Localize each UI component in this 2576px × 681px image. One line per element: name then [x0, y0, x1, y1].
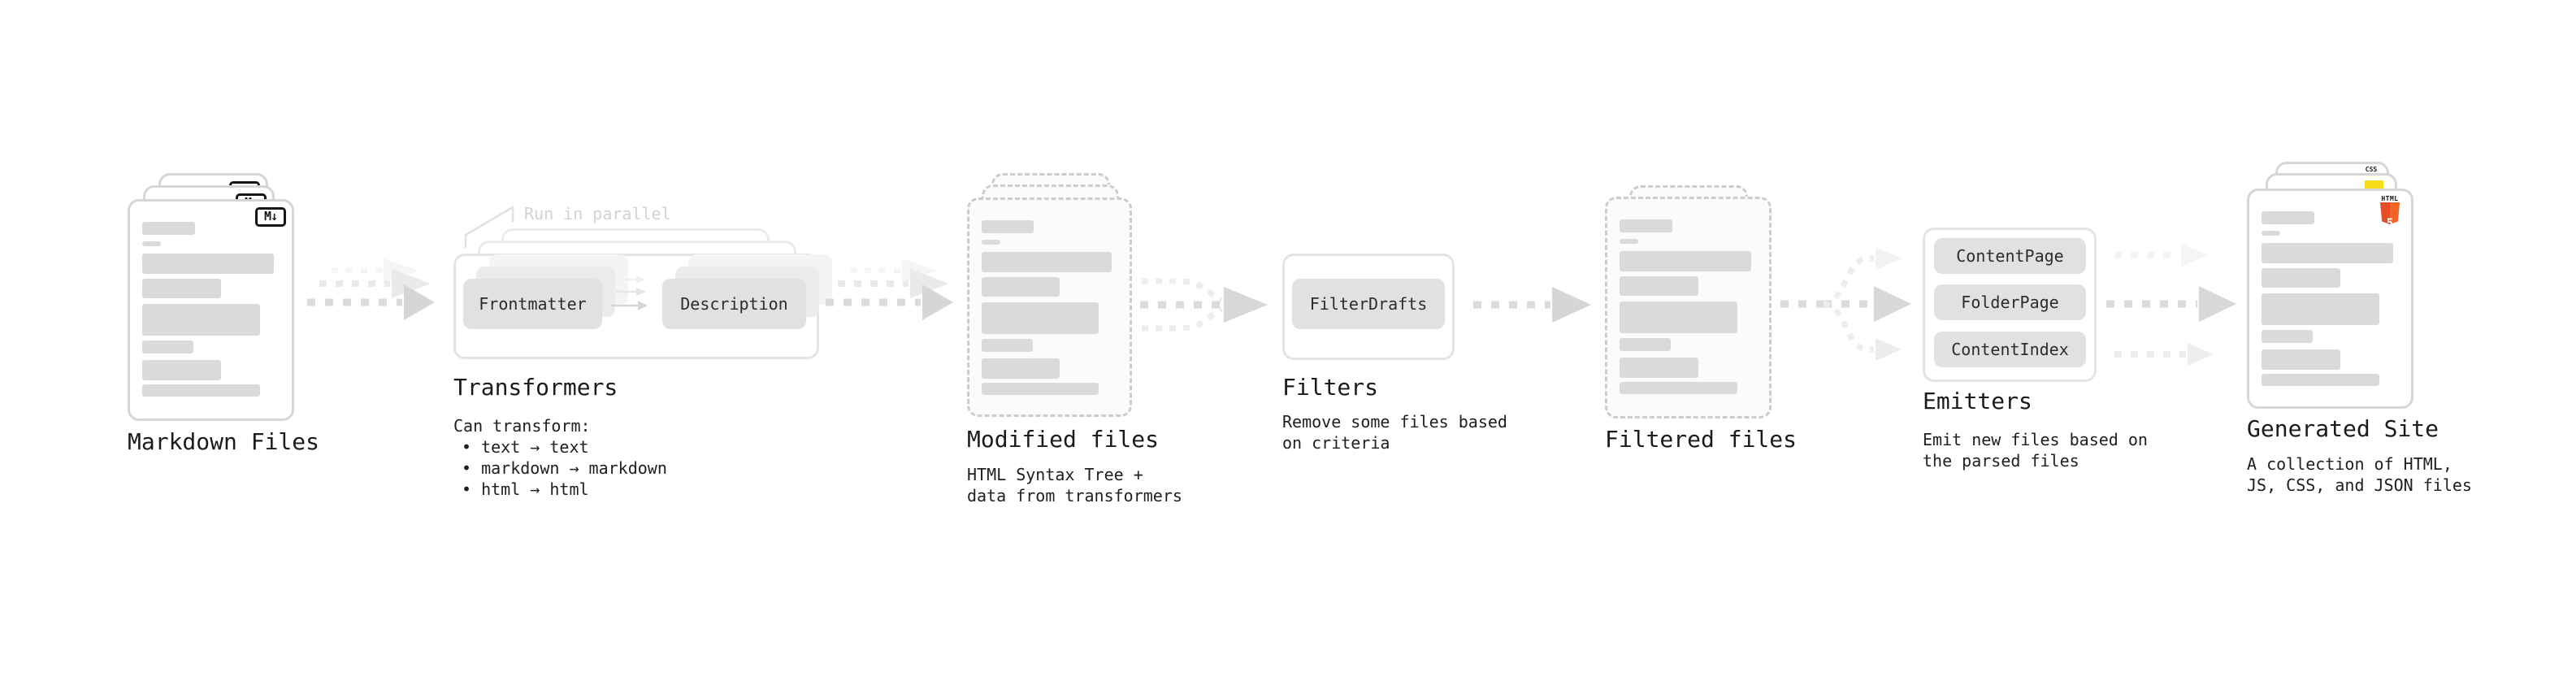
- node-label-filtered-files: Filtered files: [1605, 426, 1798, 453]
- node-title-filters: Filters: [1282, 374, 1379, 401]
- doc-content-row: [982, 220, 1034, 233]
- doc-content-row: [142, 340, 194, 354]
- note-leader-line: [464, 205, 514, 248]
- desc-line: HTML Syntax Tree +: [967, 465, 1143, 484]
- doc-content-row: [1620, 219, 1673, 232]
- css-icon-label: CSS: [2365, 166, 2378, 173]
- node-label-modified-files: Modified files: [967, 426, 1160, 453]
- doc-content-row: [1620, 382, 1738, 394]
- generated-site-description: A collection of HTML, JS, CSS, and JSON …: [2247, 453, 2472, 496]
- html5-shield: 5: [2380, 202, 2400, 230]
- doc-content-row: [982, 252, 1112, 272]
- html5-shield-shape: [2380, 202, 2400, 224]
- node-label-markdown-files: Markdown Files: [128, 428, 320, 455]
- doc-content-row: [142, 254, 274, 274]
- flow-arrow-split-to-emitters: [1780, 247, 1911, 361]
- doc-content-row: [142, 279, 221, 298]
- filter-box-filterdrafts: FilterDrafts: [1292, 279, 1445, 329]
- doc-content-row: [982, 358, 1060, 379]
- doc-content-rows: [982, 220, 1116, 395]
- markdown-icon: M↓: [255, 207, 286, 227]
- transformer-box-frontmatter: Frontmatter: [463, 279, 602, 329]
- doc-content-row: [982, 277, 1060, 297]
- flow-arrow-markdown-to-transformers: [307, 258, 435, 320]
- desc-line: Remove some files based: [1282, 412, 1507, 432]
- desc-line: Emit new files based on: [1923, 430, 2148, 449]
- doc-content-row: [2262, 330, 2314, 343]
- doc-content-row: [982, 339, 1033, 352]
- doc-content-row: [982, 302, 1099, 334]
- doc-content-row: [1620, 301, 1738, 333]
- html5-icon-number: 5: [2386, 217, 2394, 230]
- file-card-front: [967, 197, 1132, 417]
- doc-content-row: [2262, 374, 2380, 386]
- transformers-description: Can transform: • text → text • markdown …: [453, 415, 667, 500]
- node-modified-files: Modified files HTML Syntax Tree + data f…: [967, 173, 1308, 514]
- node-filters: FilterDrafts Filters Remove some files b…: [1282, 254, 1542, 465]
- emitter-box-contentindex: ContentIndex: [1934, 332, 2086, 367]
- node-filtered-files: Filtered files: [1605, 185, 1946, 510]
- run-in-parallel-note: Run in parallel: [524, 204, 671, 223]
- doc-content-row: [1620, 358, 1698, 378]
- doc-content-row: [2262, 349, 2340, 370]
- modified-files-description: HTML Syntax Tree + data from transformer…: [967, 464, 1182, 506]
- doc-content-row: [2262, 293, 2380, 325]
- desc-heading: Can transform:: [453, 416, 591, 436]
- file-card-front: M↓: [128, 199, 294, 421]
- doc-content-row: [982, 383, 1099, 395]
- node-title-transformers: Transformers: [453, 374, 618, 401]
- html5-icon: HTML 5: [2379, 195, 2400, 230]
- desc-bullet: • html → html: [462, 479, 589, 499]
- doc-content-row: [142, 304, 261, 336]
- file-card-front: HTML 5: [2247, 189, 2413, 409]
- desc-bullet: • markdown → markdown: [462, 458, 667, 478]
- desc-line: the parsed files: [1923, 451, 2079, 471]
- doc-content-row: [2262, 243, 2393, 263]
- doc-content-row: [2262, 268, 2340, 288]
- node-label-generated-site: Generated Site: [2247, 415, 2439, 442]
- doc-content-rows: [142, 222, 278, 397]
- flow-arrow-emitters-to-site: [2106, 244, 2236, 366]
- doc-content-rows: [1620, 219, 1755, 394]
- filters-description: Remove some files based on criteria: [1282, 411, 1507, 453]
- doc-content-row: [2262, 211, 2315, 224]
- emitter-box-folderpage: FolderPage: [1934, 284, 2086, 320]
- doc-content-row: [2262, 231, 2281, 236]
- node-generated-site: CSS HTML 5 Generated Site A coll: [2247, 162, 2572, 511]
- parallel-arrows-icon: [611, 275, 648, 310]
- desc-line: JS, CSS, and JSON files: [2247, 475, 2472, 495]
- html5-icon-label: HTML: [2381, 195, 2399, 202]
- node-title-emitters: Emitters: [1923, 388, 2032, 414]
- node-emitters: ContentPage FolderPage ContentIndex Emit…: [1923, 228, 2183, 479]
- node-transformers: Run in parallel Frontmatter Description …: [453, 202, 835, 502]
- javascript-icon: [2365, 180, 2383, 189]
- desc-bullet: • text → text: [462, 437, 589, 457]
- flow-arrow-filters-to-filtered: [1473, 287, 1591, 323]
- desc-line: on criteria: [1282, 433, 1390, 453]
- doc-content-row: [142, 222, 196, 235]
- emitters-description: Emit new files based on the parsed files: [1923, 429, 2148, 471]
- doc-content-rows: [2262, 211, 2397, 386]
- doc-content-row: [1620, 239, 1639, 244]
- desc-line: data from transformers: [967, 486, 1182, 505]
- flow-arrow-transformers-to-modified: [826, 258, 953, 320]
- doc-content-row: [1620, 338, 1672, 351]
- doc-content-row: [1620, 276, 1698, 296]
- doc-content-row: [1620, 251, 1751, 271]
- desc-line: A collection of HTML,: [2247, 454, 2452, 474]
- file-card-front: [1605, 197, 1772, 419]
- flow-arrow-merge-into-filters: [1140, 278, 1268, 332]
- doc-content-row: [982, 240, 1001, 245]
- node-markdown-files: M↓ M↓ M↓ Markdown Files: [128, 173, 469, 482]
- doc-content-row: [142, 241, 162, 246]
- doc-content-row: [142, 360, 221, 380]
- emitter-box-contentpage: ContentPage: [1934, 238, 2086, 274]
- doc-content-row: [142, 384, 261, 397]
- transformer-box-description: Description: [662, 279, 806, 329]
